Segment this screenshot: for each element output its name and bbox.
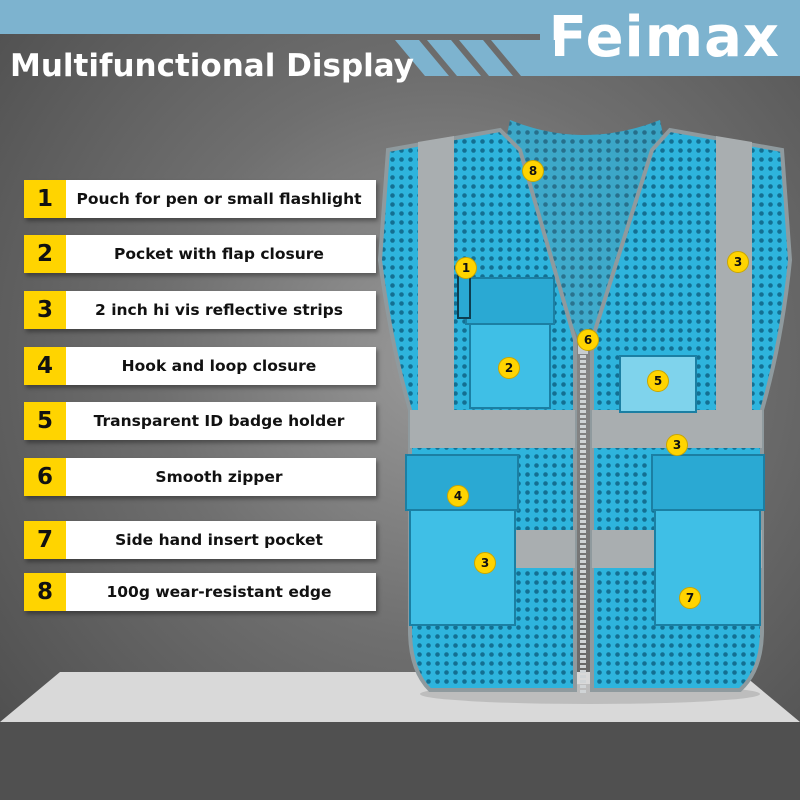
feature-number: 4 — [24, 347, 66, 385]
safety-vest-image — [377, 120, 793, 695]
page-title: Multifunctional Display — [10, 48, 414, 84]
feature-number: 6 — [24, 458, 66, 496]
feature-number: 2 — [24, 235, 66, 273]
brand-stripes-decoration — [395, 40, 555, 76]
callout-marker-3: 3 — [666, 434, 688, 456]
callout-marker-7: 7 — [679, 587, 701, 609]
brand-logo: Feimax — [548, 5, 780, 70]
feature-item-3: 3 2 inch hi vis reflective strips — [24, 291, 376, 329]
feature-number: 3 — [24, 291, 66, 329]
feature-item-6: 6 Smooth zipper — [24, 458, 376, 496]
callout-marker-1: 1 — [455, 257, 477, 279]
callout-marker-8: 8 — [522, 160, 544, 182]
feature-number: 5 — [24, 402, 66, 440]
feature-item-2: 2 Pocket with flap closure — [24, 235, 376, 273]
callout-marker-4: 4 — [447, 485, 469, 507]
callout-marker-5: 5 — [647, 370, 669, 392]
feature-label: Side hand insert pocket — [115, 531, 323, 549]
feature-label: Hook and loop closure — [121, 357, 317, 375]
feature-number: 7 — [24, 521, 66, 559]
feature-item-8: 8 100g wear-resistant edge — [24, 573, 376, 611]
brand-box: Feimax — [540, 0, 800, 76]
feature-label: 2 inch hi vis reflective strips — [95, 301, 343, 319]
feature-item-4: 4 Hook and loop closure — [24, 347, 376, 385]
feature-number: 1 — [24, 180, 66, 218]
feature-label: Smooth zipper — [155, 468, 283, 486]
feature-label: Pocket with flap closure — [114, 245, 324, 263]
feature-label: Transparent ID badge holder — [93, 412, 345, 430]
feature-label: Pouch for pen or small flashlight — [76, 190, 362, 208]
feature-number: 8 — [24, 573, 66, 611]
feature-item-7: 7 Side hand insert pocket — [24, 521, 376, 559]
callout-marker-2: 2 — [498, 357, 520, 379]
callout-marker-3: 3 — [474, 552, 496, 574]
callout-marker-6: 6 — [577, 329, 599, 351]
callout-marker-3: 3 — [727, 251, 749, 273]
feature-item-1: 1 Pouch for pen or small flashlight — [24, 180, 376, 218]
feature-label: 100g wear-resistant edge — [106, 583, 332, 601]
feature-item-5: 5 Transparent ID badge holder — [24, 402, 376, 440]
